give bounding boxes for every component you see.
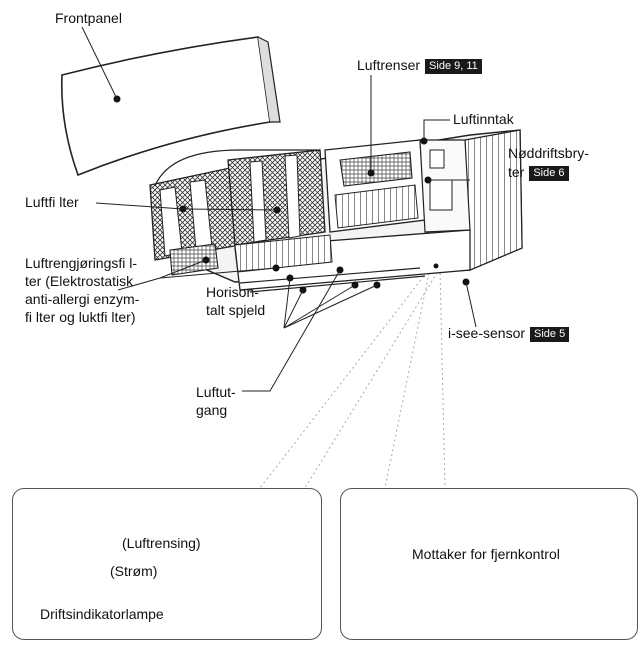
- luftrenser-ref: Side 9, 11: [425, 59, 482, 74]
- nodbryter-ref: Side 6: [529, 166, 568, 181]
- label-nodbryter: Nøddriftsbry- ter Side 6: [508, 145, 589, 181]
- isee-ref: Side 5: [530, 327, 569, 342]
- unit-body: [150, 130, 522, 292]
- rengjoring-line2: ter (Elektrostatisk: [25, 272, 139, 290]
- guide-lines: [260, 268, 445, 488]
- indicator-panel-title: Driftsindikatorlampe: [40, 606, 164, 623]
- label-luftutgang: Luftut- gang: [196, 383, 236, 419]
- receiver-panel: [340, 488, 638, 640]
- label-rengjoring: Luftrengjøringsfi l- ter (Elektrostatisk…: [25, 254, 139, 326]
- label-frontpanel: Frontpanel: [55, 10, 122, 27]
- label-luftinntak: Luftinntak: [453, 111, 514, 128]
- horisontalt-line1: Horison-: [206, 283, 265, 301]
- luftutgang-line2: gang: [196, 401, 236, 419]
- label-strom: (Strøm): [110, 563, 157, 580]
- label-luftrenser: Luftrenser Side 9, 11: [357, 57, 482, 74]
- luftutgang-line1: Luftut-: [196, 383, 236, 401]
- label-mottaker: Mottaker for fjernkontrol: [412, 546, 560, 563]
- luftrenser-text: Luftrenser: [357, 57, 420, 73]
- rengjoring-line3: anti-allergi enzym-: [25, 290, 139, 308]
- nodbryter-line2-text: ter: [508, 164, 524, 180]
- label-luftrensing: (Luftrensing): [122, 535, 201, 552]
- nodbryter-line1: Nøddriftsbry-: [508, 145, 589, 162]
- label-horisontalt: Horison- talt spjeld: [206, 283, 265, 319]
- front-panel: [62, 37, 280, 175]
- rengjoring-line4: fi lter og luktfi lter): [25, 308, 139, 326]
- horisontalt-line2: talt spjeld: [206, 301, 265, 319]
- label-luftfilter: Luftfi lter: [25, 194, 79, 211]
- rengjoring-line1: Luftrengjøringsfi l-: [25, 254, 139, 272]
- nodbryter-line2: ter Side 6: [508, 164, 589, 181]
- label-isee: i-see-sensor Side 5: [448, 325, 569, 342]
- isee-text: i-see-sensor: [448, 325, 525, 341]
